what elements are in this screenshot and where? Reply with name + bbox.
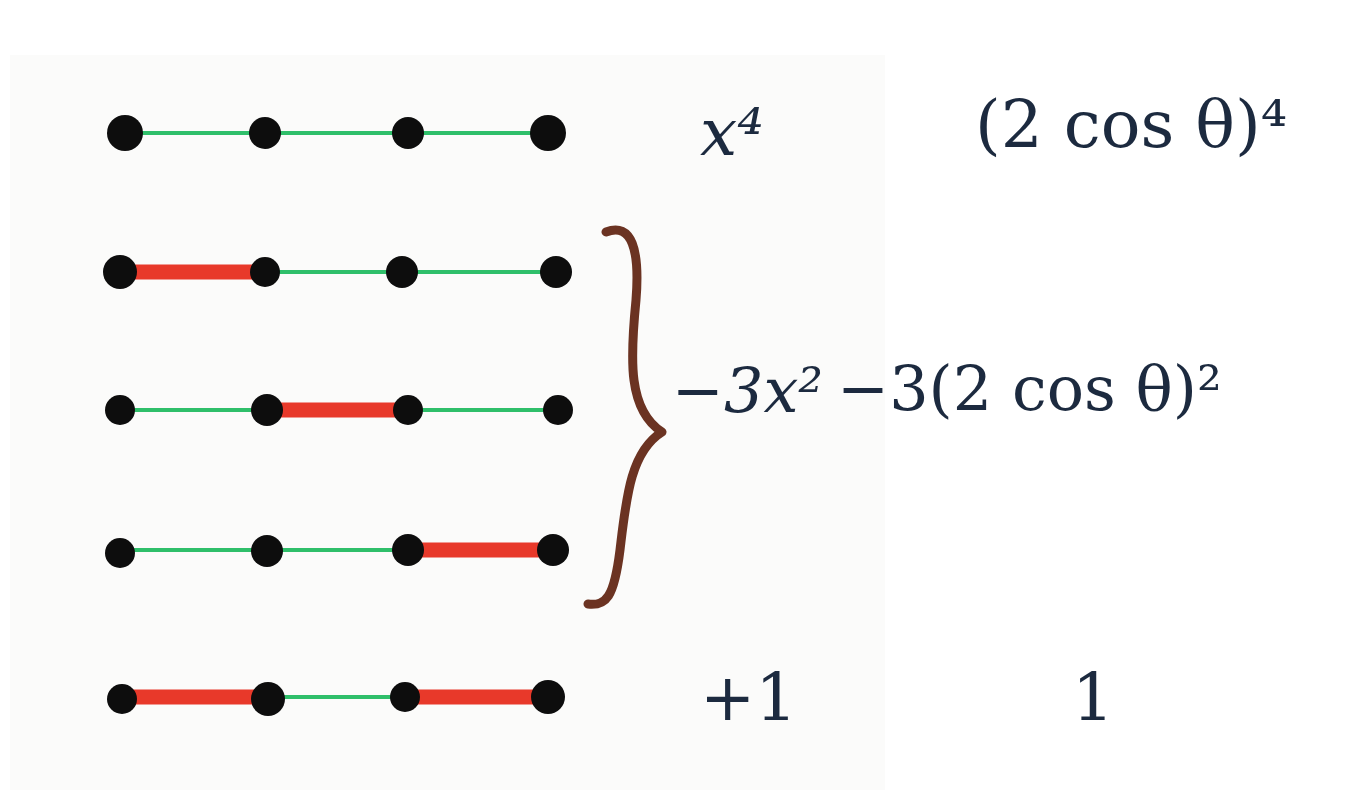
formula-term: +1: [700, 665, 797, 731]
vertex-dot: [392, 117, 424, 149]
thin-edge: [408, 270, 548, 274]
vertex-dot: [251, 682, 285, 716]
vertex-dot: [251, 394, 283, 426]
vertex-dot: [107, 684, 137, 714]
formula-term: −3x²: [672, 360, 823, 422]
thick-edge: [130, 265, 260, 280]
vertex-dot: [103, 255, 137, 289]
thin-edge: [265, 548, 408, 552]
thin-edge: [125, 548, 265, 552]
vertex-dot: [537, 534, 569, 566]
thin-edge: [408, 131, 548, 135]
formula-term: 1: [1072, 665, 1114, 731]
curly-brace: [588, 230, 662, 604]
formula-term: (2 cos θ)⁴: [975, 92, 1287, 158]
vertex-dot: [543, 395, 573, 425]
formula-term: −3(2 cos θ)²: [837, 358, 1222, 420]
thin-edge: [265, 695, 408, 699]
thick-edge: [414, 690, 543, 705]
vertex-dot: [392, 534, 424, 566]
vertex-dot: [530, 115, 566, 151]
vertex-dot: [105, 538, 135, 568]
thin-edge: [125, 408, 265, 412]
vertex-dot: [249, 117, 281, 149]
paper-ground: [10, 55, 885, 790]
vertex-dot: [390, 682, 420, 712]
vertex-dot: [251, 535, 283, 567]
vertex-dot: [107, 115, 143, 151]
thick-edge: [130, 690, 260, 705]
thick-edge: [272, 403, 402, 418]
vertex-dot: [250, 257, 280, 287]
thin-edge: [408, 408, 548, 412]
vertex-dot: [105, 395, 135, 425]
formula-term: x⁴: [700, 100, 764, 166]
thick-edge: [414, 543, 543, 558]
vertex-dot: [531, 680, 565, 714]
thin-edge: [265, 131, 408, 135]
vertex-dot: [393, 395, 423, 425]
vertex-dot: [540, 256, 572, 288]
vertex-dot: [386, 256, 418, 288]
thin-edge: [125, 131, 265, 135]
